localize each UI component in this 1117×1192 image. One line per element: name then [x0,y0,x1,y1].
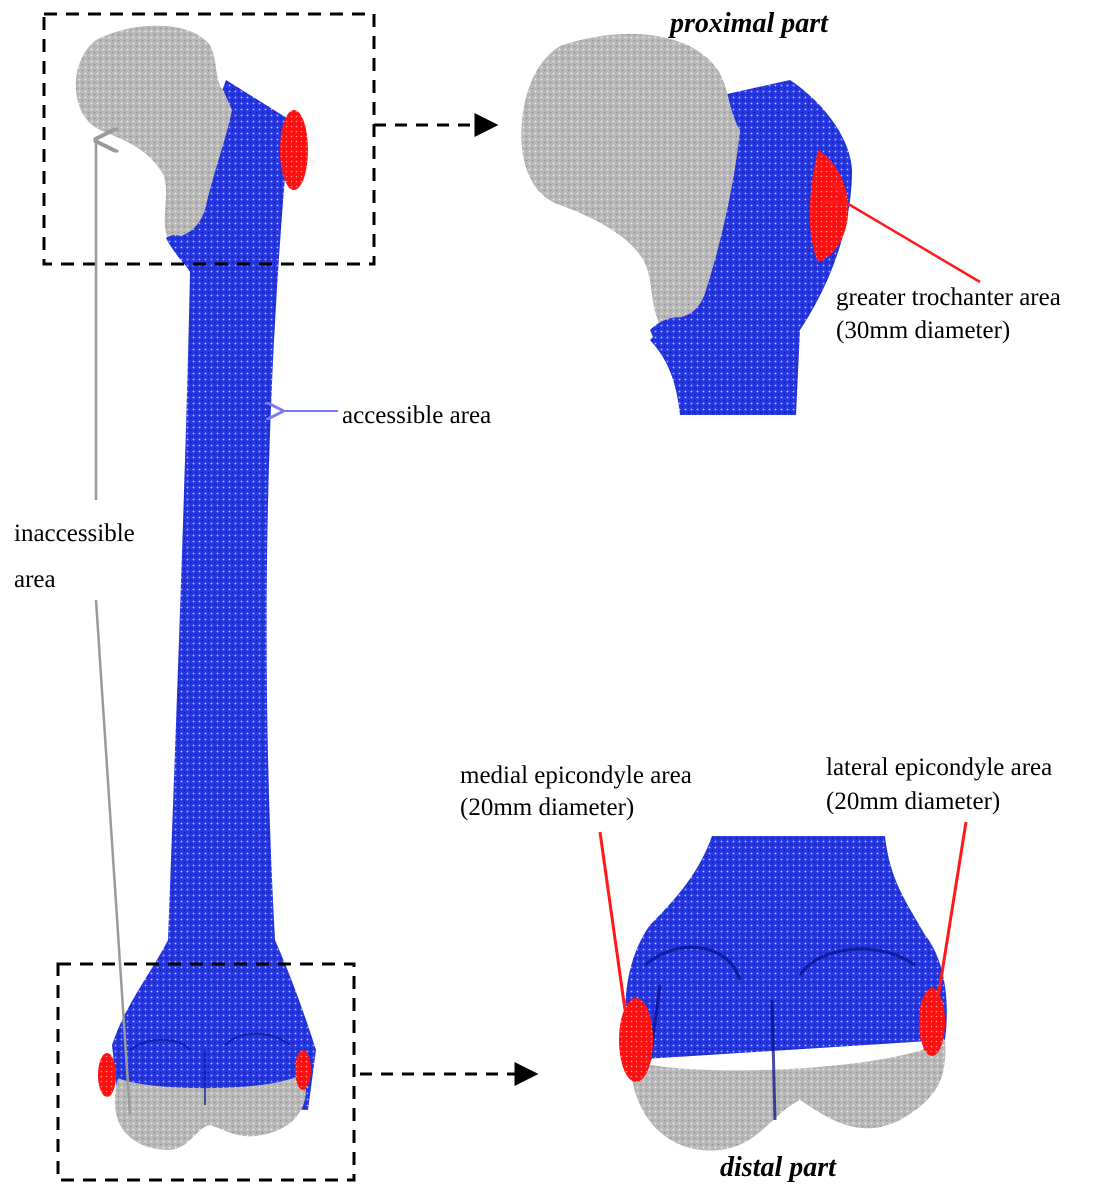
medial-epicondyle-area [619,998,653,1082]
proximal-part-title: proximal part [670,8,828,39]
greater-trochanter-label-line1: greater trochanter area [836,282,1061,313]
lateral-epicondyle-area [919,988,945,1056]
femur-full [76,26,316,1150]
medial-epicondyle-label-line2: (20mm diameter) [460,792,634,823]
lateral-epicondyle-area-small [295,1050,311,1090]
medial-epicondyle-label-line1: medial epicondyle area [460,760,692,791]
lateral-epicondyle-label-line1: lateral epicondyle area [826,752,1052,783]
greater-trochanter-area-small [280,110,308,190]
femur-shaft [112,80,316,1110]
proximal-zoom [521,34,852,415]
distal-shaft [625,836,947,1060]
accessible-area-label: accessible area [342,400,491,431]
lateral-epicondyle-label-line2: (20mm diameter) [826,786,1000,817]
medial-epicondyle-area-small [98,1053,116,1097]
inaccessible-area-label-line1: inaccessible [14,518,135,549]
lateral-epicondyle-leader [938,822,966,998]
medial-epicondyle-leader [600,832,625,1010]
inaccessible-area-label-line2: area [14,564,56,595]
greater-trochanter-label-line2: (30mm diameter) [836,315,1010,346]
distal-part-title: distal part [720,1152,836,1183]
distal-zoom [619,836,947,1150]
greater-trochanter-leader [845,202,980,282]
proximal-head [521,34,740,325]
inaccessible-leader-down [96,600,130,1115]
